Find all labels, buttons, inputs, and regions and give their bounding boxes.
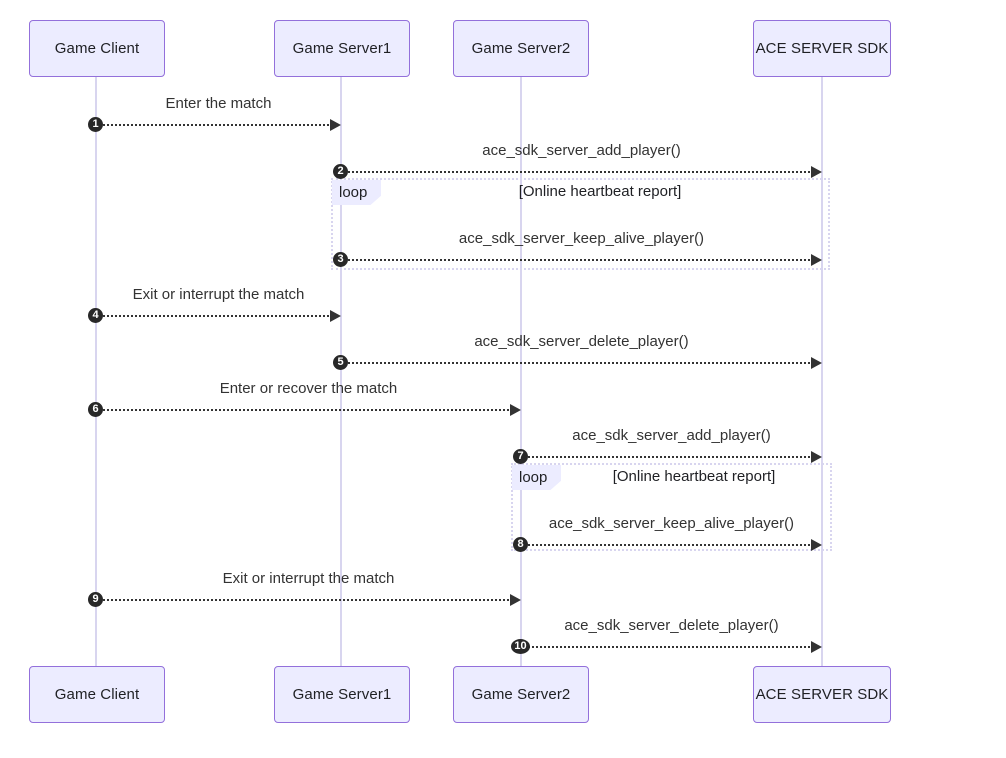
- message-label-2: ace_sdk_server_add_player(): [482, 142, 681, 159]
- message-label-4: Exit or interrupt the match: [132, 286, 305, 303]
- sequence-number-badge-7: 7: [513, 449, 528, 464]
- message-label-5: ace_sdk_server_delete_player(): [474, 333, 689, 350]
- fragment-guard-label: [Online heartbeat report]: [518, 183, 682, 200]
- message-arrowhead-9: [510, 594, 521, 606]
- fragment-loop-2: [511, 463, 832, 551]
- message-line-5: [341, 362, 813, 364]
- participant-box-bottom-server2[interactable]: Game Server2: [453, 666, 589, 723]
- message-label-10: ace_sdk_server_delete_player(): [564, 617, 779, 634]
- message-line-9: [96, 599, 512, 601]
- participant-box-top-server1[interactable]: Game Server1: [274, 20, 410, 77]
- lifeline-server2: [520, 77, 522, 666]
- lifeline-client: [95, 77, 97, 666]
- sequence-number-badge-4: 4: [88, 308, 103, 323]
- message-line-1: [96, 124, 332, 126]
- sequence-number-badge-10: 10: [511, 639, 530, 654]
- message-arrowhead-3: [811, 254, 822, 266]
- sequence-number-badge-8: 8: [513, 537, 528, 552]
- sequence-number-badge-9: 9: [88, 592, 103, 607]
- participant-box-bottom-client[interactable]: Game Client: [29, 666, 165, 723]
- message-label-3: ace_sdk_server_keep_alive_player(): [458, 230, 705, 247]
- message-arrowhead-4: [330, 310, 341, 322]
- lifeline-sdk: [821, 77, 823, 666]
- participant-box-top-sdk[interactable]: ACE SERVER SDK: [753, 20, 891, 77]
- message-arrowhead-1: [330, 119, 341, 131]
- message-label-9: Exit or interrupt the match: [222, 570, 395, 587]
- sequence-number-badge-6: 6: [88, 402, 103, 417]
- message-line-8: [521, 544, 813, 546]
- fragment-operator-label: loop: [332, 180, 382, 205]
- message-label-6: Enter or recover the match: [219, 380, 398, 397]
- message-arrowhead-7: [811, 451, 822, 463]
- message-arrowhead-10: [811, 641, 822, 653]
- participant-box-bottom-server1[interactable]: Game Server1: [274, 666, 410, 723]
- participant-box-top-server2[interactable]: Game Server2: [453, 20, 589, 77]
- fragment-operator-label: loop: [512, 465, 562, 490]
- sequence-number-badge-5: 5: [333, 355, 348, 370]
- sequence-number-badge-1: 1: [88, 117, 103, 132]
- message-line-7: [521, 456, 813, 458]
- message-label-8: ace_sdk_server_keep_alive_player(): [548, 515, 795, 532]
- message-line-4: [96, 315, 332, 317]
- lifeline-server1: [340, 77, 342, 666]
- message-arrowhead-8: [811, 539, 822, 551]
- participant-box-top-client[interactable]: Game Client: [29, 20, 165, 77]
- fragment-guard-label: [Online heartbeat report]: [612, 468, 776, 485]
- message-arrowhead-6: [510, 404, 521, 416]
- message-label-7: ace_sdk_server_add_player(): [572, 427, 771, 444]
- message-line-3: [341, 259, 813, 261]
- fragment-loop-1: [331, 178, 830, 270]
- message-arrowhead-2: [811, 166, 822, 178]
- sequence-number-badge-2: 2: [333, 164, 348, 179]
- message-line-10: [521, 646, 813, 648]
- participant-box-bottom-sdk[interactable]: ACE SERVER SDK: [753, 666, 891, 723]
- message-arrowhead-5: [811, 357, 822, 369]
- sequence-number-badge-3: 3: [333, 252, 348, 267]
- message-line-2: [341, 171, 813, 173]
- message-label-1: Enter the match: [165, 95, 272, 112]
- message-line-6: [96, 409, 512, 411]
